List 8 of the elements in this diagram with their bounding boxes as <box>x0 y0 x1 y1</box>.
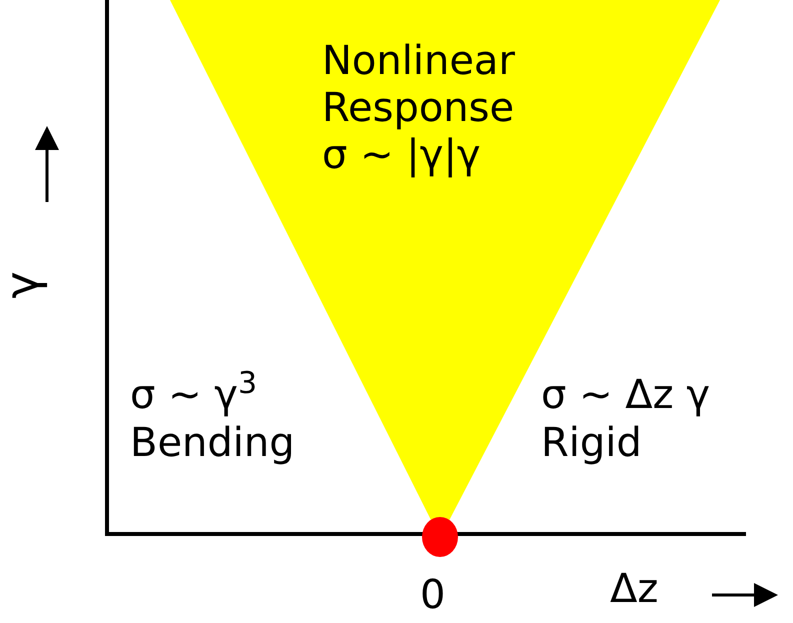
axis-label: 0 <box>420 572 446 619</box>
region-label: σ ~ Δz γ <box>541 372 710 419</box>
region-label: Bending <box>130 420 295 467</box>
axis-label: Δz <box>610 566 658 613</box>
axis-label: γ <box>0 271 45 299</box>
region-label: Rigid <box>541 420 642 467</box>
region-label: σ ~ γ$^{3}$ <box>130 372 258 419</box>
region-label: σ ~ |γ|γ <box>322 132 481 179</box>
